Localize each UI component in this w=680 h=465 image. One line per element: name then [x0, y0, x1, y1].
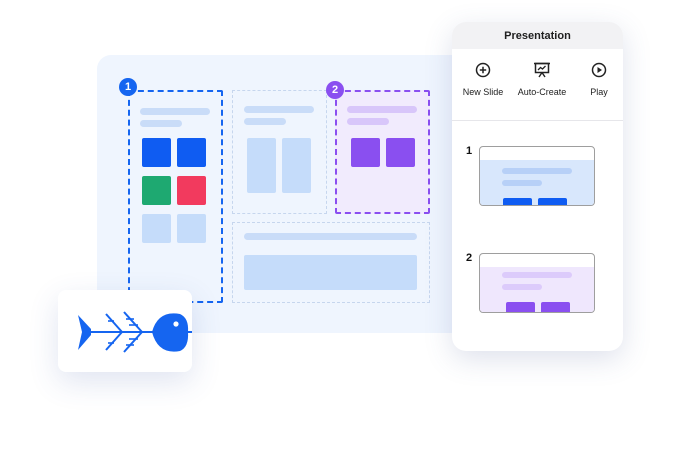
- panel-title: Presentation: [452, 22, 623, 49]
- frame-1-badge: 1: [119, 78, 137, 96]
- content-frame-bottom[interactable]: [232, 222, 430, 303]
- slide-number: 2: [466, 252, 473, 264]
- content-frame-bottom-title-bar: [244, 233, 417, 240]
- slide-number: 1: [466, 145, 473, 157]
- slide-thumbnail-1[interactable]: [479, 146, 595, 206]
- play-button[interactable]: Play: [571, 62, 623, 97]
- slide-thumbnail-block: [503, 198, 532, 205]
- presentation-panel: Presentation New Slide Auto-Create Play …: [452, 22, 623, 351]
- slide-thumbnail-block: [506, 302, 535, 312]
- slide-thumbnail-title-bar: [502, 168, 572, 174]
- fishbone-card[interactable]: [58, 290, 210, 372]
- slide-thumbnail-2[interactable]: [479, 253, 595, 313]
- frame-2-subtitle-bar: [347, 118, 389, 125]
- content-frame-subtitle-bar: [244, 118, 286, 125]
- content-frame-top[interactable]: [232, 90, 327, 214]
- new-slide-button[interactable]: New Slide: [455, 62, 511, 97]
- content-block[interactable]: [247, 138, 276, 193]
- frame-2-title-bar: [347, 106, 417, 113]
- frame-1-subtitle-bar: [140, 120, 182, 127]
- play-circle-icon: [591, 62, 607, 78]
- presentation-board-icon: [534, 62, 550, 78]
- frame-2-badge: 2: [326, 81, 344, 99]
- content-block[interactable]: [282, 138, 311, 193]
- panel-divider: [452, 120, 623, 121]
- sticky-note-blue[interactable]: [142, 138, 171, 167]
- sticky-note-light[interactable]: [177, 214, 206, 243]
- slide-thumbnail-block: [538, 198, 567, 205]
- sticky-note-red[interactable]: [177, 176, 206, 205]
- auto-create-button[interactable]: Auto-Create: [514, 62, 570, 97]
- sticky-note-blue[interactable]: [177, 138, 206, 167]
- slide-thumbnail-subtitle-bar: [502, 180, 542, 186]
- slide-thumbnail-subtitle-bar: [502, 284, 542, 290]
- play-label: Play: [590, 87, 608, 97]
- sticky-note-purple[interactable]: [351, 138, 380, 167]
- sticky-note-green[interactable]: [142, 176, 171, 205]
- slide-thumbnail-block: [541, 302, 570, 312]
- new-slide-label: New Slide: [462, 87, 504, 97]
- content-block-wide[interactable]: [244, 255, 417, 290]
- fishbone-diagram-icon: [78, 311, 210, 353]
- add-circle-icon: [475, 62, 491, 78]
- frame-1-title-bar: [140, 108, 210, 115]
- sticky-note-purple[interactable]: [386, 138, 415, 167]
- sticky-note-light[interactable]: [142, 214, 171, 243]
- slide-thumbnail-title-bar: [502, 272, 572, 278]
- auto-create-label: Auto-Create: [517, 87, 567, 97]
- content-frame-title-bar: [244, 106, 314, 113]
